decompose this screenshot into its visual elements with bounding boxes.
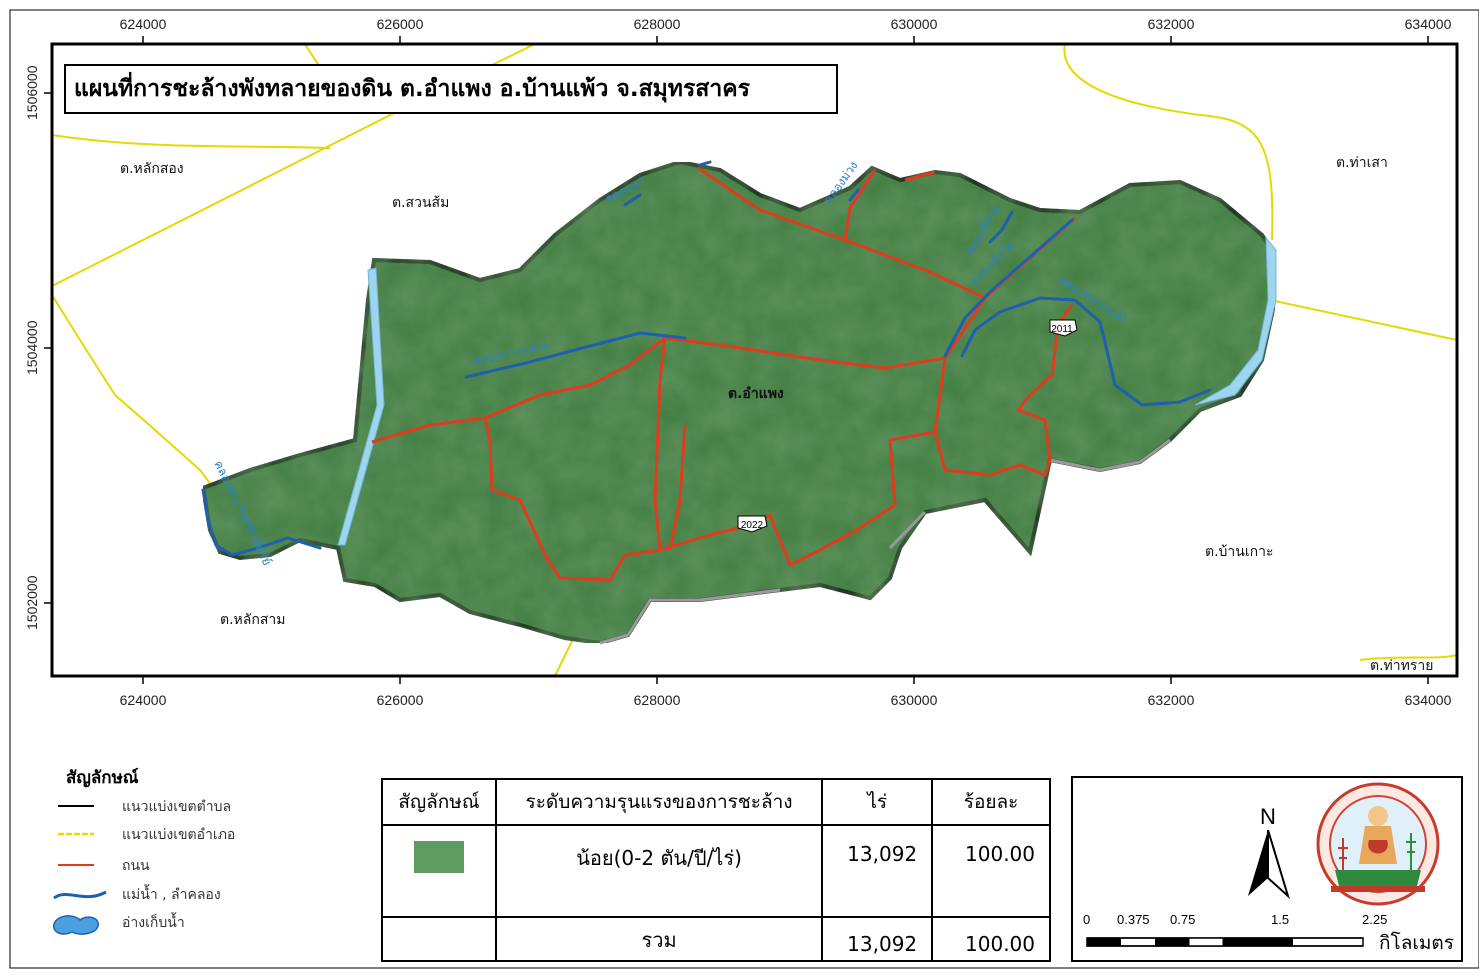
place-label-tha-sao: ต.ท่าเสา bbox=[1336, 155, 1388, 171]
place-label-ban-ko: ต.บ้านเกาะ bbox=[1205, 544, 1274, 560]
scale-label-0: 0 bbox=[1083, 912, 1091, 927]
x-tick-top-634000: 634000 bbox=[1405, 16, 1452, 32]
department-emblem-icon bbox=[1316, 782, 1440, 906]
tick-marks bbox=[44, 36, 1429, 684]
svg-text:N: N bbox=[1260, 804, 1276, 829]
table-header-percent: ร้อยละ bbox=[931, 778, 1051, 826]
legend-river-curve-icon bbox=[53, 890, 107, 900]
rivers bbox=[201, 160, 1212, 557]
x-tick-bottom-630000: 630000 bbox=[891, 692, 938, 708]
table-header-row: สัญลักษณ์ ระดับความรุนแรงของการชะล้าง ไร… bbox=[381, 778, 1051, 826]
erosion-stats-table: สัญลักษณ์ ระดับความรุนแรงของการชะล้าง ไร… bbox=[381, 778, 1051, 962]
table-total-rai: 13,092 bbox=[821, 916, 934, 962]
legend-yellow-dashed-line-icon bbox=[58, 832, 94, 836]
low-erosion-swatch bbox=[413, 841, 464, 873]
table-total-percent: 100.00 bbox=[931, 916, 1051, 962]
map-info-box: N 0 0.375 0.75 1.5 2.25 bbox=[1071, 776, 1463, 962]
north-arrow-icon: N bbox=[1248, 804, 1290, 900]
road-shield-2022: 2022 bbox=[737, 515, 768, 533]
outer-frame bbox=[9, 9, 1479, 969]
x-tick-bottom-626000: 626000 bbox=[377, 692, 424, 708]
x-tick-top-630000: 630000 bbox=[891, 16, 938, 32]
y-tick-1506000: 1506000 bbox=[24, 65, 40, 120]
place-label-lak-song: ต.หลักสอง bbox=[120, 161, 184, 177]
table-total-row: รวม 13,092 100.00 bbox=[381, 916, 1051, 962]
roads bbox=[371, 166, 1076, 582]
legend-item-river: แม่น้ำ , ลำคลอง bbox=[50, 884, 350, 906]
scale-bar bbox=[1086, 937, 1364, 947]
subdistrict-polygon bbox=[200, 159, 1278, 646]
legend-black-line-icon bbox=[58, 805, 94, 807]
scale-unit-label: กิโลเมตร bbox=[1379, 932, 1454, 954]
table-header-level: ระดับความรุนแรงของการชะล้าง bbox=[494, 778, 824, 826]
place-label-am-phaeng: ต.อำแพง bbox=[728, 386, 784, 402]
x-tick-top-628000: 628000 bbox=[634, 16, 681, 32]
svg-text:2022: 2022 bbox=[741, 520, 764, 531]
map-neatline bbox=[50, 42, 1459, 678]
place-label-tha-sai: ต.ท่าทราย bbox=[1370, 658, 1433, 674]
scale-label-0375: 0.375 bbox=[1117, 912, 1150, 927]
y-tick-1504000: 1504000 bbox=[24, 320, 40, 375]
scale-label-15: 1.5 bbox=[1271, 912, 1290, 927]
x-tick-top-626000: 626000 bbox=[377, 16, 424, 32]
legend-reservoir-blob-icon bbox=[53, 915, 99, 935]
y-tick-1502000: 1502000 bbox=[24, 575, 40, 630]
legend: สัญลักษณ์ แนวแบ่งเขตตำบล แนวแบ่งเขตอำเภอ… bbox=[50, 762, 350, 962]
legend-red-line-icon bbox=[58, 864, 94, 866]
table-total-label: รวม bbox=[494, 916, 824, 962]
map-title: แผนที่การชะล้างพังทลายของดิน ต.อำแพง อ.บ… bbox=[74, 76, 750, 102]
place-label-lak-sam: ต.หลักสาม bbox=[220, 612, 285, 628]
table-cell-rai: 13,092 bbox=[821, 824, 934, 918]
svg-text:2011: 2011 bbox=[1051, 324, 1073, 335]
table-cell-percent: 100.00 bbox=[931, 824, 1051, 918]
map-title-box: แผนที่การชะล้างพังทลายของดิน ต.อำแพง อ.บ… bbox=[64, 64, 838, 114]
x-tick-bottom-628000: 628000 bbox=[634, 692, 681, 708]
x-tick-bottom-632000: 632000 bbox=[1148, 692, 1195, 708]
table-row: น้อย(0-2 ตัน/ปี/ไร่) 13,092 100.00 bbox=[381, 824, 1051, 918]
x-tick-top-632000: 632000 bbox=[1148, 16, 1195, 32]
table-cell-empty bbox=[381, 916, 497, 962]
legend-title: สัญลักษณ์ bbox=[66, 768, 139, 788]
table-cell-level: น้อย(0-2 ตัน/ปี/ไร่) bbox=[494, 824, 824, 918]
x-tick-bottom-624000: 624000 bbox=[120, 692, 167, 708]
scale-label-075: 0.75 bbox=[1170, 912, 1196, 927]
info-box-graphics: N bbox=[1086, 782, 1440, 947]
legend-item-reservoir: อ่างเก็บน้ำ bbox=[50, 912, 350, 935]
legend-item-road: ถนน bbox=[50, 855, 350, 877]
x-tick-bottom-634000: 634000 bbox=[1405, 692, 1452, 708]
water-bodies bbox=[337, 236, 1277, 546]
table-header-rai: ไร่ bbox=[821, 778, 934, 826]
scale-label-225: 2.25 bbox=[1362, 912, 1388, 927]
table-header-symbol: สัญลักษณ์ bbox=[381, 778, 497, 826]
place-label-suan-som: ต.สวนส้ม bbox=[392, 195, 449, 211]
table-cell-swatch bbox=[381, 824, 497, 918]
x-tick-top-624000: 624000 bbox=[120, 16, 167, 32]
legend-item-subdistrict-boundary: แนวแบ่งเขตตำบล bbox=[50, 796, 350, 818]
road-shield-2011: 2011 bbox=[1049, 319, 1078, 337]
legend-item-district-boundary: แนวแบ่งเขตอำเภอ bbox=[50, 824, 350, 846]
